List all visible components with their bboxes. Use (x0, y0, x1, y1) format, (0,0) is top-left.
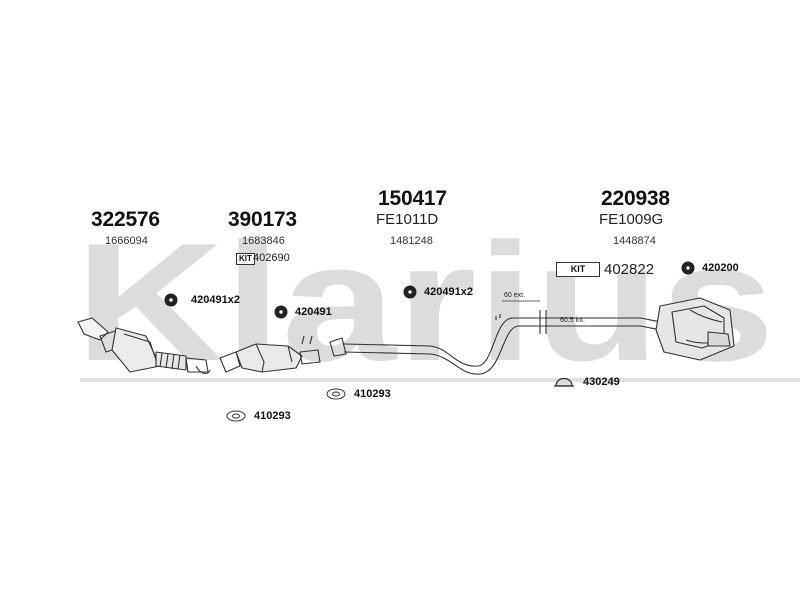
fitting-label-3: 420491x2 (424, 286, 473, 298)
fitting-label-2: 420491 (295, 306, 332, 318)
front-pipe-catalyst (77, 317, 211, 375)
rear-silencer (558, 297, 735, 361)
part-number-2: 390173 (228, 208, 297, 231)
gasket-icon (326, 388, 346, 400)
fitting-label-4: 420200 (702, 262, 739, 274)
rubber-hanger-icon (164, 293, 178, 307)
part-alt-ref-3: FE1011D (376, 211, 439, 228)
fitting-label-1: 420491x2 (191, 294, 240, 306)
watermark-text: Klarius (75, 232, 775, 382)
part-ref-4: 1448874 (613, 235, 656, 247)
part-alt-ref-4: FE1009G (599, 211, 664, 228)
kit-badge-2: KIT (236, 253, 255, 265)
watermark-underline (80, 378, 800, 382)
part-number-1: 322576 (91, 208, 160, 231)
dimension-ext: 60 ext. (504, 292, 526, 299)
catalyst-pipe (219, 335, 321, 373)
rubber-hanger-icon (274, 305, 288, 319)
klarius-watermark: Klarius (75, 232, 800, 382)
fitting-label-7: 410293 (254, 410, 291, 422)
part-number-3: 150417 (378, 187, 447, 210)
part-ref-1: 1666094 (105, 235, 148, 247)
gasket-icon (226, 410, 246, 422)
rubber-hanger-icon (681, 261, 695, 275)
rubber-hanger-icon (403, 285, 417, 299)
dimension-lines (502, 300, 586, 327)
fitting-label-6: 410293 (354, 388, 391, 400)
mid-pipe (329, 310, 558, 375)
fitting-label-5: 430249 (583, 376, 620, 388)
kit-number-4: 402822 (604, 261, 655, 278)
clamp-icon (554, 377, 574, 387)
part-number-4: 220938 (601, 187, 670, 210)
kit-number-2: 402690 (253, 252, 290, 264)
kit-badge-4: KIT (556, 262, 600, 277)
part-ref-2: 1683846 (242, 235, 285, 247)
dimension-int: 60.5 int. (560, 317, 585, 324)
part-ref-3: 1481248 (390, 235, 433, 247)
